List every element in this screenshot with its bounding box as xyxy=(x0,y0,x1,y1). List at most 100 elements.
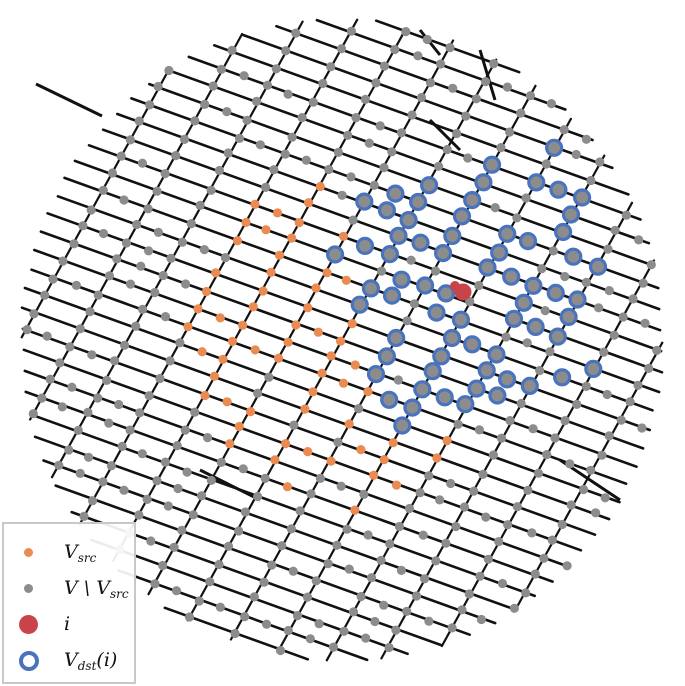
legend-label-dst: Vdst(i) xyxy=(64,649,118,673)
graph-node-other xyxy=(164,65,174,76)
graph-node-src xyxy=(246,407,256,417)
graph-node-other xyxy=(535,365,545,376)
graph-node-src xyxy=(272,208,283,218)
graph-node-other xyxy=(222,107,232,117)
graph-node-other xyxy=(385,539,395,549)
graph-node-other xyxy=(137,449,147,459)
graph-node-other xyxy=(521,193,531,203)
graph-node-other xyxy=(87,350,97,360)
graph-node-other xyxy=(475,571,485,581)
graph-node-src xyxy=(283,337,293,347)
graph-node-other xyxy=(406,255,416,265)
graph-node-src xyxy=(369,470,379,480)
graph-node-other xyxy=(206,185,216,195)
graph-node-dst xyxy=(355,236,375,255)
graph-node-other xyxy=(215,602,225,612)
graph-node-dst xyxy=(467,379,486,398)
graph-node-other xyxy=(150,579,160,589)
graph-node-other xyxy=(371,78,381,88)
graph-node-other xyxy=(275,645,286,656)
graph-edge xyxy=(199,468,261,502)
graph-node-other xyxy=(346,26,356,36)
graph-node-other xyxy=(73,425,83,435)
graph-node-other xyxy=(173,483,183,494)
graph-node-src xyxy=(300,404,310,414)
graph-node-dst xyxy=(377,201,396,220)
graph-node-src xyxy=(250,345,260,355)
graph-node-dst xyxy=(526,317,545,336)
graph-node-other xyxy=(206,475,216,485)
graph-node-dst xyxy=(399,211,418,230)
graph-node-other xyxy=(474,425,484,435)
graph-node-src xyxy=(326,351,336,361)
graph-node-other xyxy=(481,512,491,522)
graph-node-dst xyxy=(350,295,369,314)
graph-node-src xyxy=(232,236,242,246)
graph-node-other xyxy=(37,393,47,403)
legend-item-target: i xyxy=(4,610,134,640)
graph-node-dst xyxy=(502,267,521,286)
graph-node-dst xyxy=(546,283,565,302)
graph-node-other xyxy=(175,338,185,348)
graph-node-src xyxy=(313,327,323,337)
graph-node-other xyxy=(530,569,540,579)
graph-node-other xyxy=(393,375,403,385)
graph-node-other xyxy=(315,473,325,483)
graph-node-other xyxy=(420,574,430,584)
graph-node-other xyxy=(216,64,226,74)
graph-node-other xyxy=(344,564,354,574)
graph-node-other xyxy=(283,625,293,636)
graph-node-other xyxy=(370,616,380,627)
graph-node-other xyxy=(145,100,155,110)
graph-node-other xyxy=(571,149,581,160)
graph-node-src xyxy=(200,390,210,401)
graph-node-src xyxy=(315,181,325,192)
graph-node-other xyxy=(503,520,513,530)
graph-node-other xyxy=(474,280,484,291)
graph-node-other xyxy=(560,416,570,426)
graph-node-other xyxy=(177,237,187,247)
graph-node-dst xyxy=(474,173,493,192)
graph-node-dst xyxy=(552,368,572,387)
graph-node-other xyxy=(402,606,412,617)
graph-node-dst xyxy=(520,376,539,395)
graph-node-other xyxy=(597,450,607,460)
graph-node-other xyxy=(496,143,506,153)
graph-node-other xyxy=(179,134,190,144)
graph-node-src xyxy=(248,302,258,312)
legend-label-target: i xyxy=(64,613,71,635)
graph-node-other xyxy=(54,460,64,470)
graph-node-src xyxy=(183,322,193,332)
graph-node-dst xyxy=(434,244,453,263)
graph-node-other xyxy=(346,172,356,182)
graph-node-dst xyxy=(553,222,573,242)
graph-node-dst xyxy=(382,286,402,305)
graph-node-other xyxy=(559,125,569,135)
graph-node-other xyxy=(264,372,274,382)
graph-node-other xyxy=(260,473,270,483)
graph-node-other xyxy=(42,331,52,341)
graph-node-other xyxy=(572,399,582,409)
graph-node-other xyxy=(471,94,481,104)
graph-node-other xyxy=(591,508,601,518)
graph-node-other xyxy=(104,271,114,281)
graph-node-other xyxy=(295,506,305,516)
graph-node-other xyxy=(287,132,297,142)
graph-node-other xyxy=(602,389,612,400)
graph-node-other xyxy=(528,424,538,434)
graph-node-other xyxy=(98,228,109,239)
graph-node-other xyxy=(637,423,647,433)
graph-node-other xyxy=(603,244,613,254)
graph-node-other xyxy=(391,625,401,635)
graph-node-other xyxy=(136,261,146,271)
graph-node-other xyxy=(163,501,173,511)
legend-marker-dst xyxy=(19,651,39,671)
graph-node-other xyxy=(305,634,315,644)
graph-node-other xyxy=(625,397,635,407)
graph-node-other xyxy=(523,485,533,495)
graph-node-other xyxy=(579,484,589,495)
graph-node-other xyxy=(366,573,377,583)
graph-node-other xyxy=(447,623,457,633)
graph-node-other xyxy=(326,62,336,72)
graph-node-other xyxy=(431,266,441,276)
